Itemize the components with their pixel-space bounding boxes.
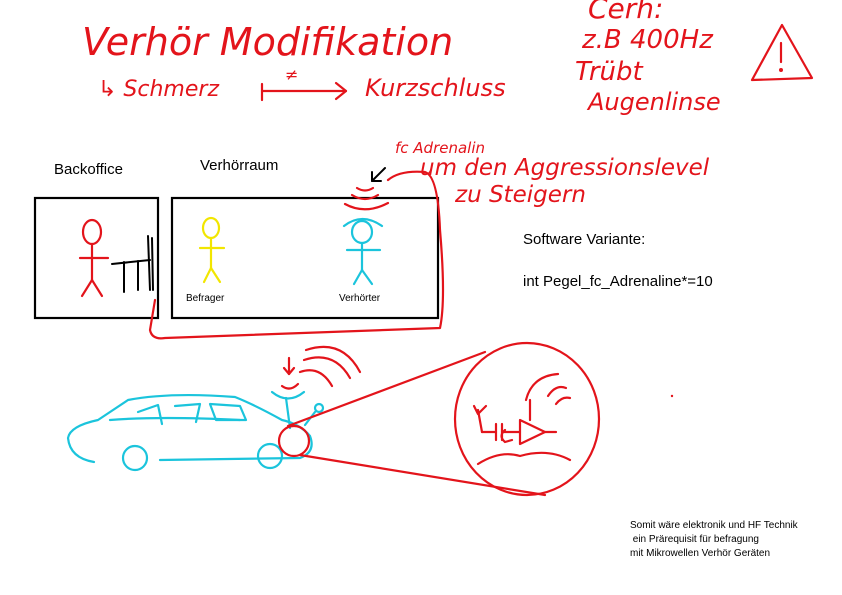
interrogation-room [170, 196, 440, 320]
annotation-arrow [371, 167, 386, 182]
footnote-line-3: mit Mikrowellen Verhör Geräten [630, 548, 771, 559]
car-outline [66, 390, 325, 472]
handwritten-adrenalin: fc Adrenalin [395, 139, 485, 157]
handwritten-steigern: zu Steigern [454, 182, 586, 208]
backoffice-label: Backoffice [54, 161, 123, 178]
footnote-line-2: ein Prärequisit für befragung [630, 534, 759, 545]
handwritten-400hz: z.B 400Hz [581, 25, 714, 55]
handwritten-pain: ↳ Schmerz [98, 77, 219, 102]
handwritten-cern: Cerh: [588, 0, 663, 25]
not-equal-mark: ≠ [285, 65, 298, 84]
signal-wire [148, 170, 445, 340]
operator-figure [78, 218, 110, 298]
amplifier-circuit [472, 372, 572, 466]
control-desk [111, 235, 154, 293]
handwritten-short-circuit: Kurzschluss [365, 74, 506, 102]
not-equal-arrow [260, 81, 348, 102]
source-circle [277, 424, 311, 458]
helmet-emitter [343, 186, 390, 211]
interrogated-label: Verhörter [339, 293, 381, 304]
zoom-circle [453, 341, 601, 497]
interrogator-figure [198, 216, 226, 284]
handwritten-aggression: um den Aggressionslevel [420, 155, 710, 181]
warning-triangle-icon [750, 23, 814, 82]
interrogation-room-label: Verhörraum [200, 157, 279, 174]
handwritten-augenlinse: Augenlinse [586, 88, 721, 116]
software-code: int Pegel_fc_Adrenaline*=10 [523, 273, 713, 290]
handwritten-truebt: Trübt [575, 57, 644, 87]
backoffice-room [33, 196, 160, 320]
interrogator-label: Befrager [186, 293, 225, 304]
software-heading: Software Variante: [523, 231, 646, 248]
footnote-line-1: Somit wäre elektronik und HF Technik [630, 520, 798, 531]
handwritten-title: Verhör Modifikation [82, 20, 453, 64]
interrogated-figure [342, 217, 384, 286]
car-microwave-waves [280, 345, 362, 390]
footnote: Somit wäre elektronik und HF Technik ein… [630, 519, 798, 561]
